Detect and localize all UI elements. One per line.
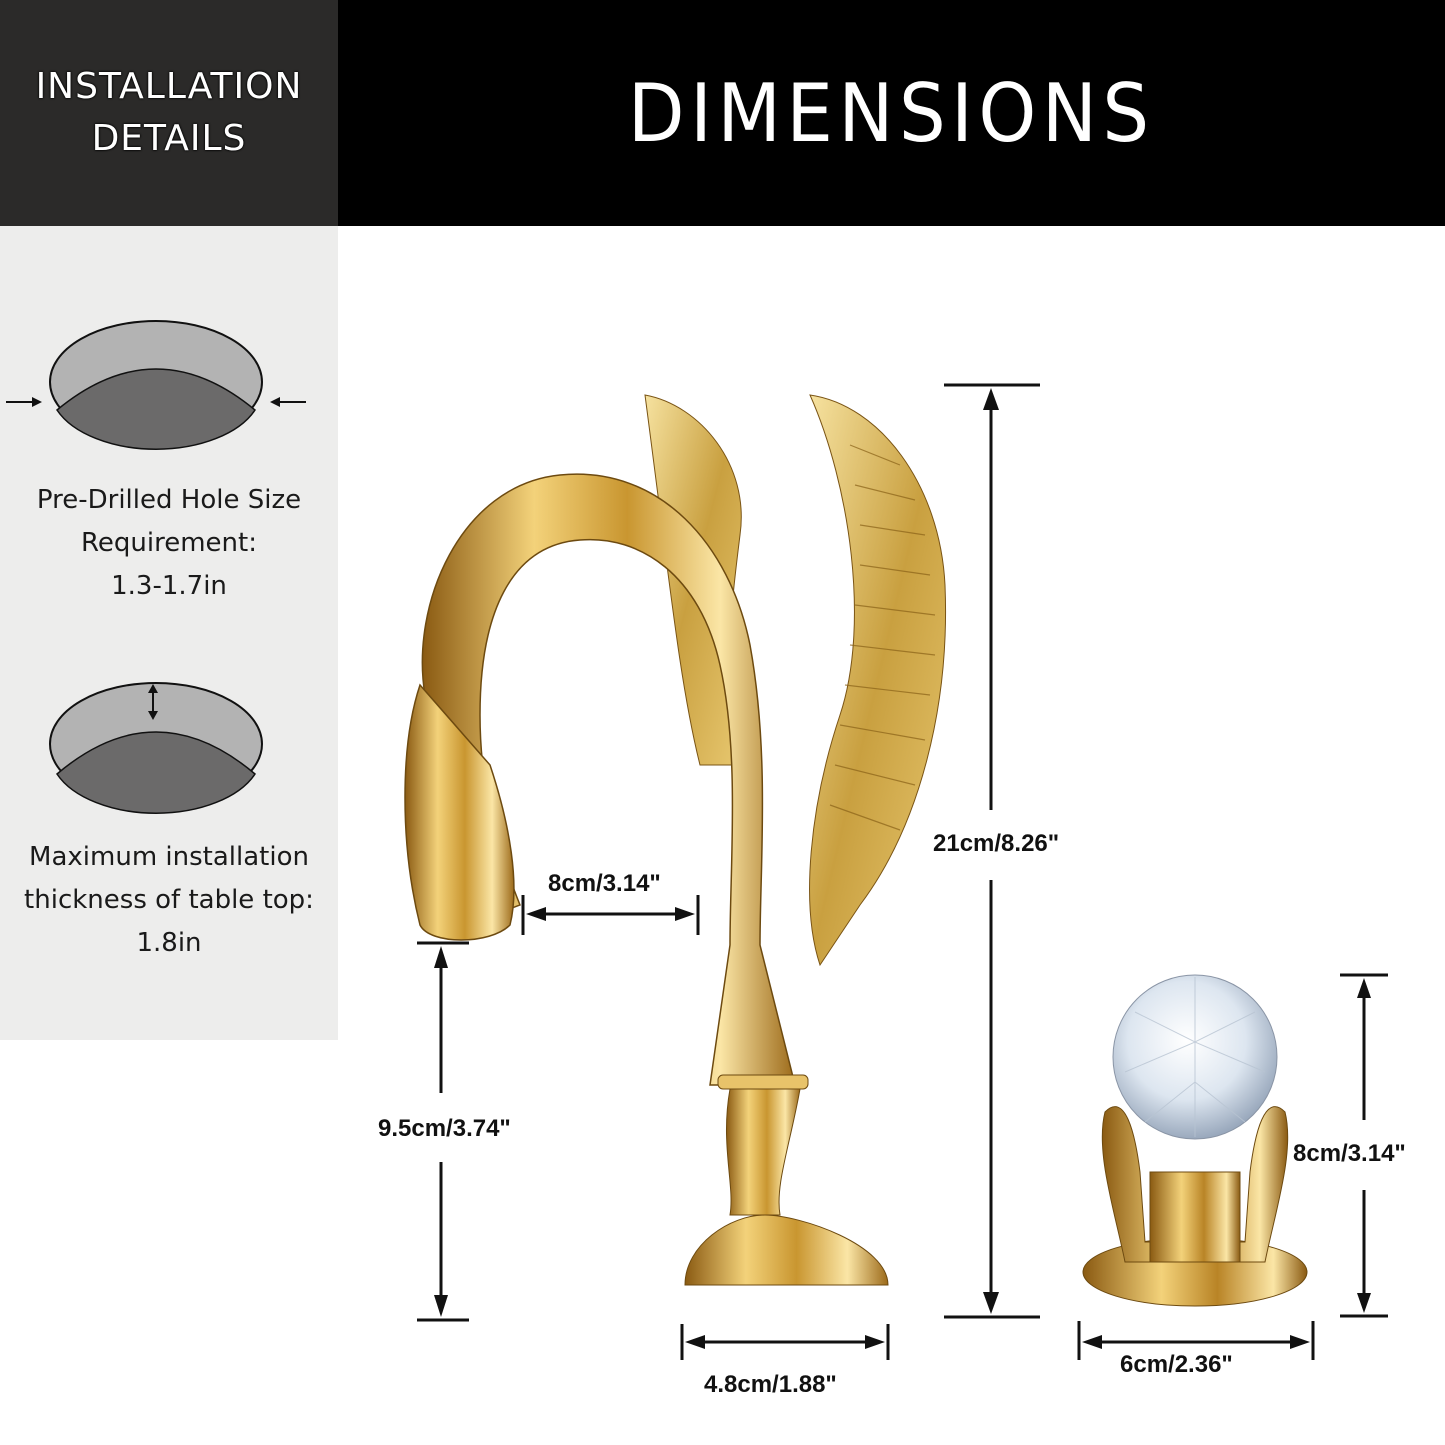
- hole-diameter-icon: [6, 320, 306, 450]
- installation-details-header: INSTALLATION DETAILS: [0, 0, 338, 226]
- handle-base-diameter-label: 6cm/2.36": [1120, 1351, 1233, 1378]
- caption-line: Requirement:: [81, 528, 257, 558]
- hole-depth-icon: [49, 682, 263, 814]
- spout-height-label: 9.5cm/3.74": [378, 1115, 511, 1142]
- gold-swan-faucet: [404, 394, 946, 1286]
- hole-size-caption: Pre-Drilled Hole Size Requirement: 1.3-1…: [0, 479, 338, 608]
- page-title: DIMENSIONS: [628, 66, 1155, 160]
- faucet-base-diameter-label: 4.8cm/1.88": [704, 1371, 837, 1398]
- header-line-2: DETAILS: [91, 118, 247, 159]
- total-height-label: 21cm/8.26": [933, 830, 1060, 857]
- caption-line: 1.8in: [136, 928, 202, 958]
- dimensions-header: DIMENSIONS: [338, 0, 1445, 226]
- thickness-caption: Maximum installation thickness of table …: [0, 836, 338, 965]
- handle-height-label: 8cm/3.14": [1293, 1140, 1406, 1167]
- caption-line: Maximum installation: [29, 842, 309, 872]
- caption-line: Pre-Drilled Hole Size: [36, 485, 302, 515]
- caption-line: 1.3-1.7in: [111, 571, 227, 601]
- header-line-1: INSTALLATION: [35, 66, 303, 107]
- caption-line: thickness of table top:: [24, 885, 314, 915]
- crystal-ball-handle: [1082, 974, 1308, 1307]
- installation-details-panel: Pre-Drilled Hole Size Requirement: 1.3-1…: [0, 226, 338, 1040]
- spout-reach-label: 8cm/3.14": [548, 870, 661, 897]
